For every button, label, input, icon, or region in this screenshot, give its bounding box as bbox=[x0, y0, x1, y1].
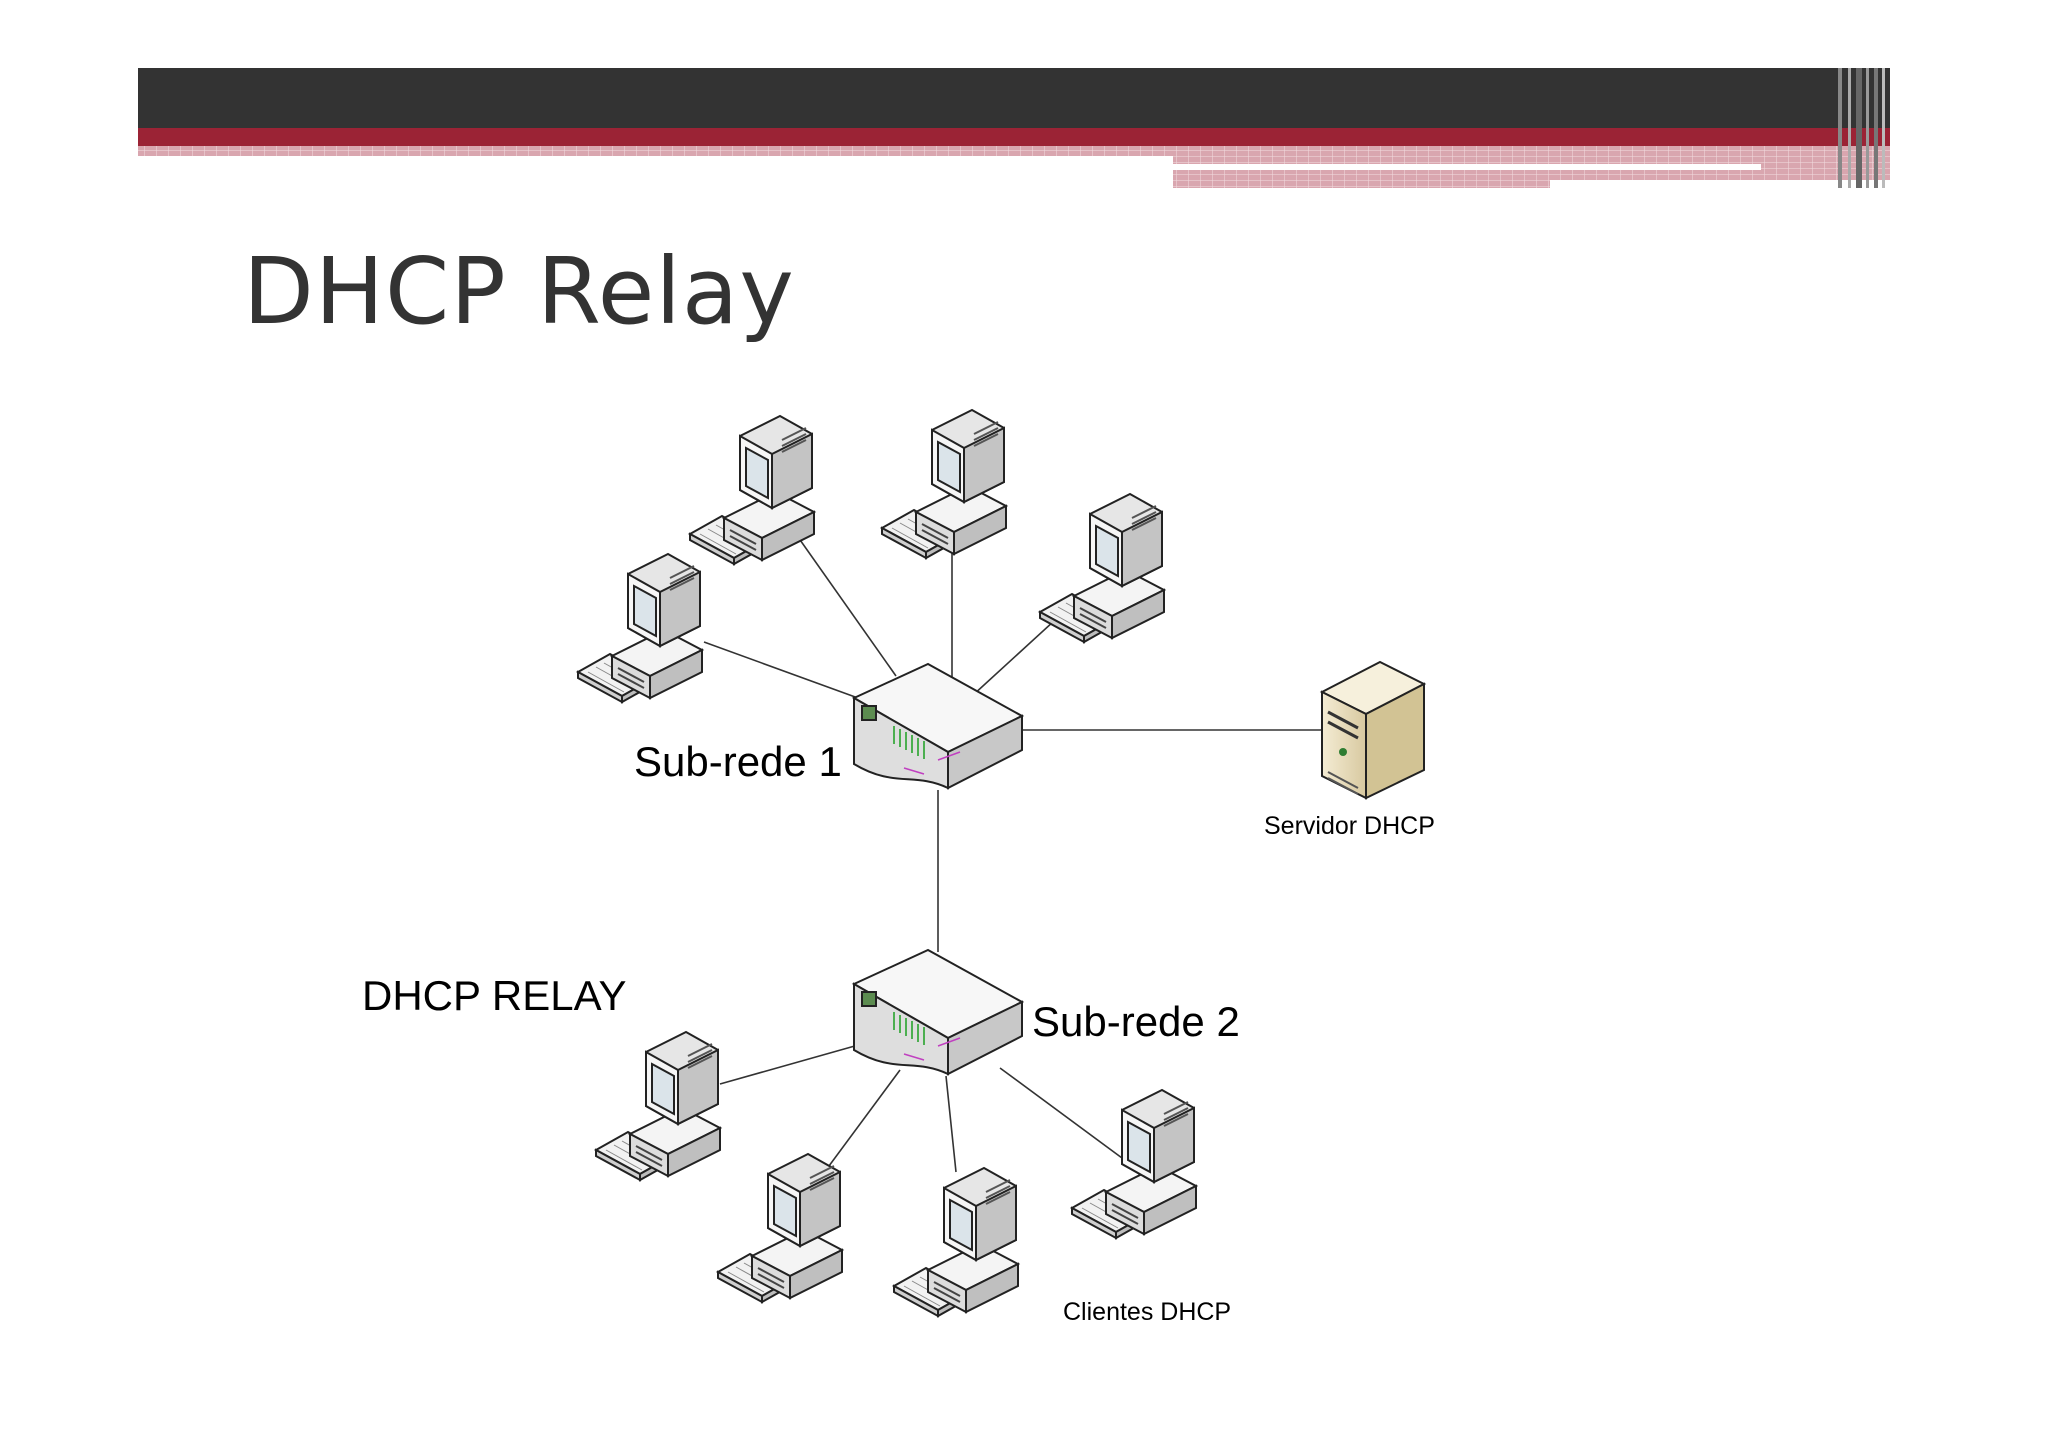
subnet2-label: Sub-rede 2 bbox=[1032, 998, 1240, 1045]
client-computer-icon bbox=[893, 1167, 1019, 1317]
network-hub-icon bbox=[853, 663, 1023, 789]
subnet1-label: Sub-rede 1 bbox=[634, 738, 842, 785]
network-links bbox=[703, 519, 1322, 1173]
client-computer-icon bbox=[881, 409, 1007, 559]
relay-label: DHCP RELAY bbox=[362, 972, 627, 1019]
server-icon bbox=[1319, 660, 1427, 800]
client-computer-icon bbox=[717, 1153, 843, 1303]
client-computer-icon bbox=[1071, 1089, 1197, 1239]
client-computer-icon bbox=[595, 1031, 721, 1181]
server-label: Servidor DHCP bbox=[1264, 812, 1435, 840]
clients-label: Clientes DHCP bbox=[1063, 1298, 1231, 1326]
client-computer-icon bbox=[1039, 493, 1165, 643]
slide-title: DHCP Relay bbox=[243, 238, 795, 345]
header-banner bbox=[138, 68, 1890, 188]
network-hub-icon bbox=[853, 949, 1023, 1075]
client-computer-icon bbox=[577, 553, 703, 703]
client-computer-icon bbox=[689, 415, 815, 565]
